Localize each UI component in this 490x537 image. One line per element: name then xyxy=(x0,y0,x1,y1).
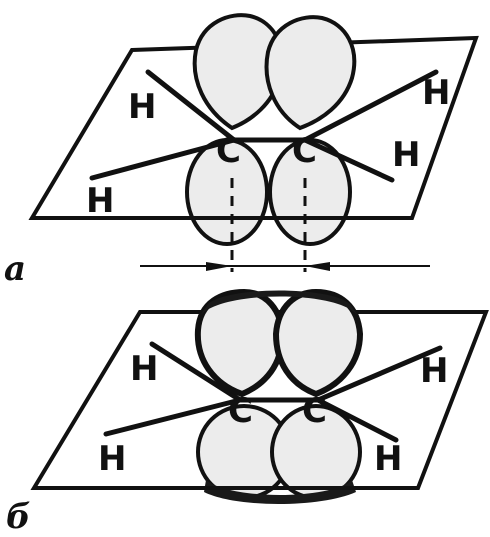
p-orbital-lobe-upper-right xyxy=(264,15,357,131)
atom-c-left: C xyxy=(216,131,241,171)
atom-h-bottom-right: H xyxy=(392,135,420,175)
atom-h-top-left-b: H xyxy=(130,349,158,389)
atom-c-right: C xyxy=(292,131,317,171)
distance-arrow-right xyxy=(305,262,330,271)
pi-overlap-shading-upper xyxy=(200,290,358,316)
c-h-bond-top-right xyxy=(302,69,439,143)
molecular-plane-b xyxy=(30,310,489,490)
atom-c-left-b: C xyxy=(228,391,253,431)
atom-h-top-right-b: H xyxy=(420,351,448,391)
c-h-bond-bottom-left-b xyxy=(103,397,243,437)
panel-label-b: б xyxy=(6,497,31,537)
panel-label-a: а xyxy=(4,249,26,289)
c-h-bond-bottom-right-b xyxy=(315,397,399,443)
c-h-bond-top-left-b xyxy=(149,341,243,403)
atom-h-bottom-right-b: H xyxy=(374,439,402,479)
panel-a: H H H H C C а xyxy=(4,13,479,289)
c-h-bond-bottom-left xyxy=(89,137,237,181)
c-h-bond-top-left xyxy=(145,69,237,143)
atom-h-bottom-left: H xyxy=(86,181,114,221)
distance-arrow-left xyxy=(206,262,232,271)
molecular-plane-a xyxy=(28,35,479,220)
atom-c-right-b: C xyxy=(302,391,327,431)
atom-h-top-left: H xyxy=(128,87,156,127)
p-orbital-lobe-upper-right-b xyxy=(272,288,364,398)
pi-overlap-shading-lower xyxy=(204,480,356,504)
atom-h-bottom-left-b: H xyxy=(98,439,126,479)
c-h-bond-bottom-right xyxy=(302,137,395,183)
atom-h-top-right: H xyxy=(422,73,450,113)
c-h-bond-top-right-b xyxy=(315,345,443,403)
panel-b: H H H H C C б xyxy=(6,288,489,537)
